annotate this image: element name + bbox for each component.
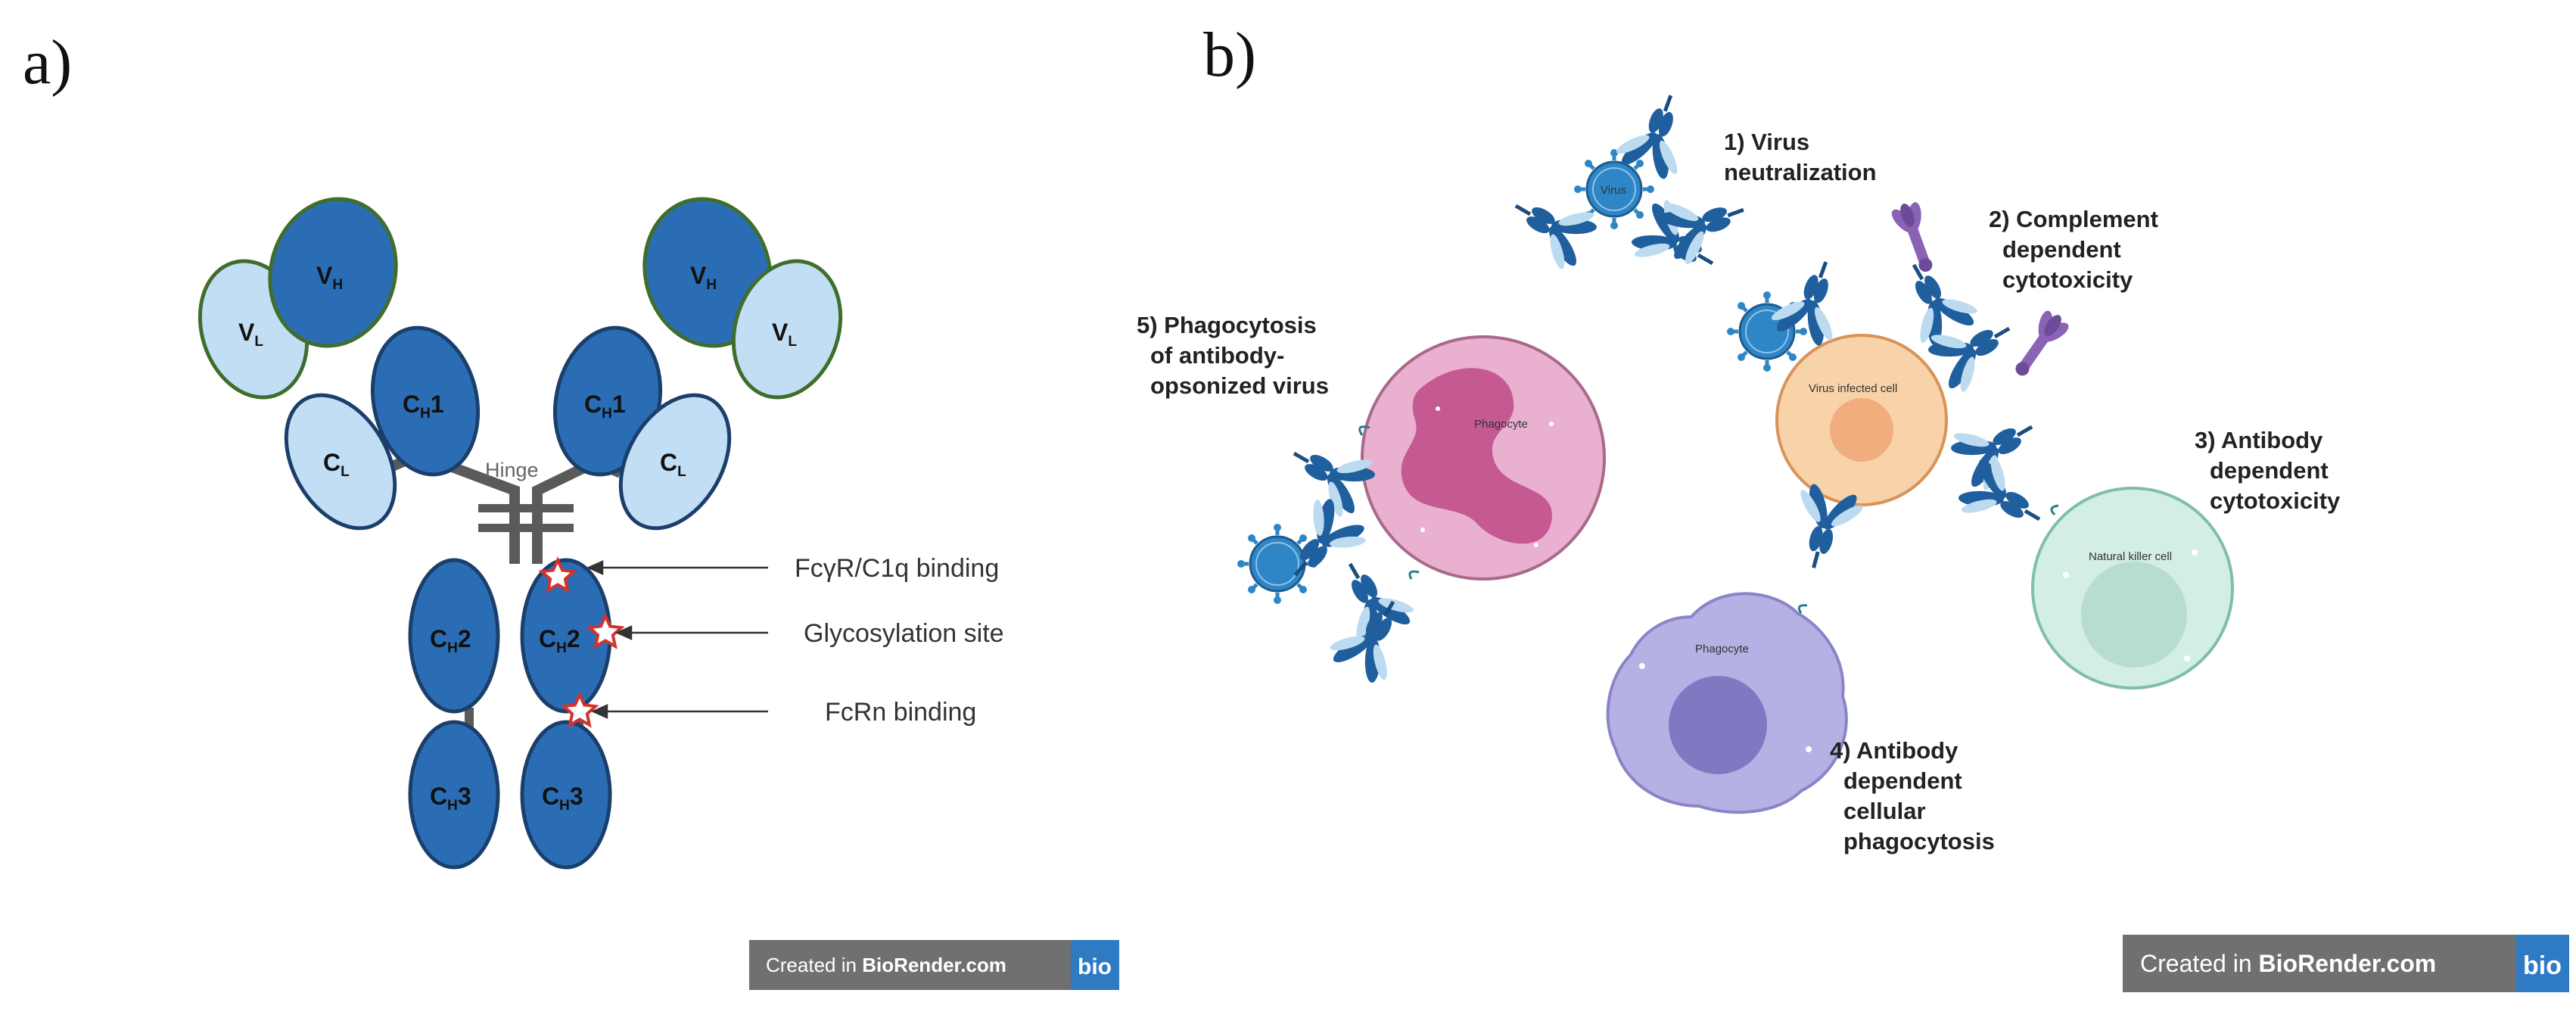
fc-binding-label: FcγR/C1q binding (795, 554, 999, 583)
panel-b-letter: b) (1203, 20, 1256, 90)
badge-b-text: Created in BioRender.com (2140, 950, 2436, 977)
cl-domain-right (618, 393, 732, 531)
phagocyte-2-label: Phagocyte (1695, 643, 1749, 655)
ch2-label-left: CH2 (430, 625, 471, 656)
vl-domain-right (731, 259, 843, 400)
glycosylation-label: Glycosylation site (804, 619, 1004, 648)
virus-infected-cell: Virus infected cell (1775, 334, 1948, 506)
mechanism-5-label: 5) Phagocytosis of antibody- opsonized v… (1137, 312, 1329, 399)
hinge-label: Hinge (485, 459, 539, 481)
cl-label-left: CL (323, 449, 350, 480)
cl-domain-left (284, 393, 397, 531)
virus-icon-top: Virus (1574, 149, 1654, 229)
complement-c1q-icon-2 (2003, 304, 2075, 385)
mechanism-4-label: 4) Antibody dependent cellular phagocyto… (1830, 737, 1995, 854)
phagocyte-label: Phagocyte (1474, 418, 1528, 431)
ch3-label-right: CH3 (542, 783, 583, 814)
fcrn-binding-label: FcRn binding (825, 698, 976, 727)
ch1-domain-left (370, 325, 481, 477)
mechanism-1-label: 1) Virus neutralization (1724, 129, 1877, 185)
cl-label-right: CL (660, 449, 686, 480)
phagocyte-cell: Phagocyte (1361, 335, 1606, 581)
vh-label-left: VH (316, 262, 343, 293)
phagocyte-cell-2: Phagocyte (1606, 592, 1848, 814)
antibody-icon (1949, 447, 2057, 550)
ch2-label-right: CH2 (539, 625, 580, 656)
biorender-badge-a: Created in BioRender.com bio (749, 940, 1119, 990)
glycosylation-star-icon (586, 612, 625, 649)
vh-label-right: VH (690, 262, 717, 293)
vh-domain-left (268, 197, 398, 348)
panel-a-letter: a) (23, 27, 72, 98)
nk-cell-label: Natural killer cell (2089, 550, 2172, 563)
vl-label-right: VL (772, 319, 797, 350)
natural-killer-cell: Natural killer cell (2031, 487, 2234, 689)
infected-cell-label: Virus infected cell (1809, 382, 1897, 395)
badge-a-text: Created in BioRender.com (766, 954, 1006, 976)
biorender-badge-b: Created in BioRender.com bio (2123, 935, 2569, 992)
mechanism-3-label: 3) Antibody dependent cytotoxicity (2195, 427, 2341, 514)
vl-label-left: VL (238, 319, 263, 350)
badge-b-logo: bio (2523, 951, 2562, 980)
ch3-domain-right (520, 720, 612, 870)
ch2-domain-left (408, 558, 500, 714)
fcrn-binding-star-icon (560, 691, 599, 728)
fc-binding-star-icon (538, 556, 577, 593)
ch3-label-left: CH3 (430, 783, 471, 814)
mechanism-2-label: 2) Complement dependent cytotoxicity (1989, 206, 2165, 293)
badge-a-logo: bio (1078, 954, 1112, 979)
ch1-label-left: CH1 (403, 391, 444, 422)
ch3-domain-left (408, 720, 500, 870)
ch1-label-right: CH1 (584, 391, 626, 422)
antibody-structure: VL VH CH1 CL VH VL CH1 CL CH2 CH2 CH3 CH… (198, 197, 1004, 870)
virus-label: Virus (1601, 184, 1626, 197)
